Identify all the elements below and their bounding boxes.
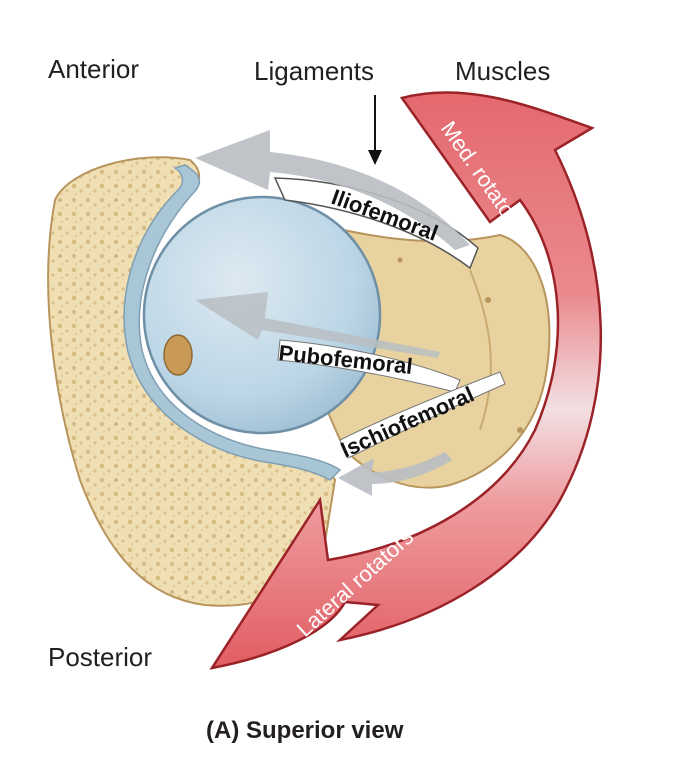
- muscle-rotation-arrow: [209, 91, 603, 670]
- pubofemoral-arrow: [195, 292, 440, 358]
- acetabular-cartilage: [123, 164, 342, 481]
- anterior-label: Anterior: [48, 54, 139, 84]
- posterior-label: Posterior: [48, 642, 152, 672]
- figure-caption: (A) Superior view: [206, 717, 404, 744]
- ligaments-label: Ligaments: [254, 56, 374, 86]
- iliofemoral-arrow: [195, 130, 470, 250]
- ischiofemoral-arrow: [338, 452, 452, 496]
- muscles-label: Muscles: [455, 56, 550, 86]
- fovea-capitis: [163, 334, 193, 376]
- ischiofemoral-band: [339, 371, 506, 459]
